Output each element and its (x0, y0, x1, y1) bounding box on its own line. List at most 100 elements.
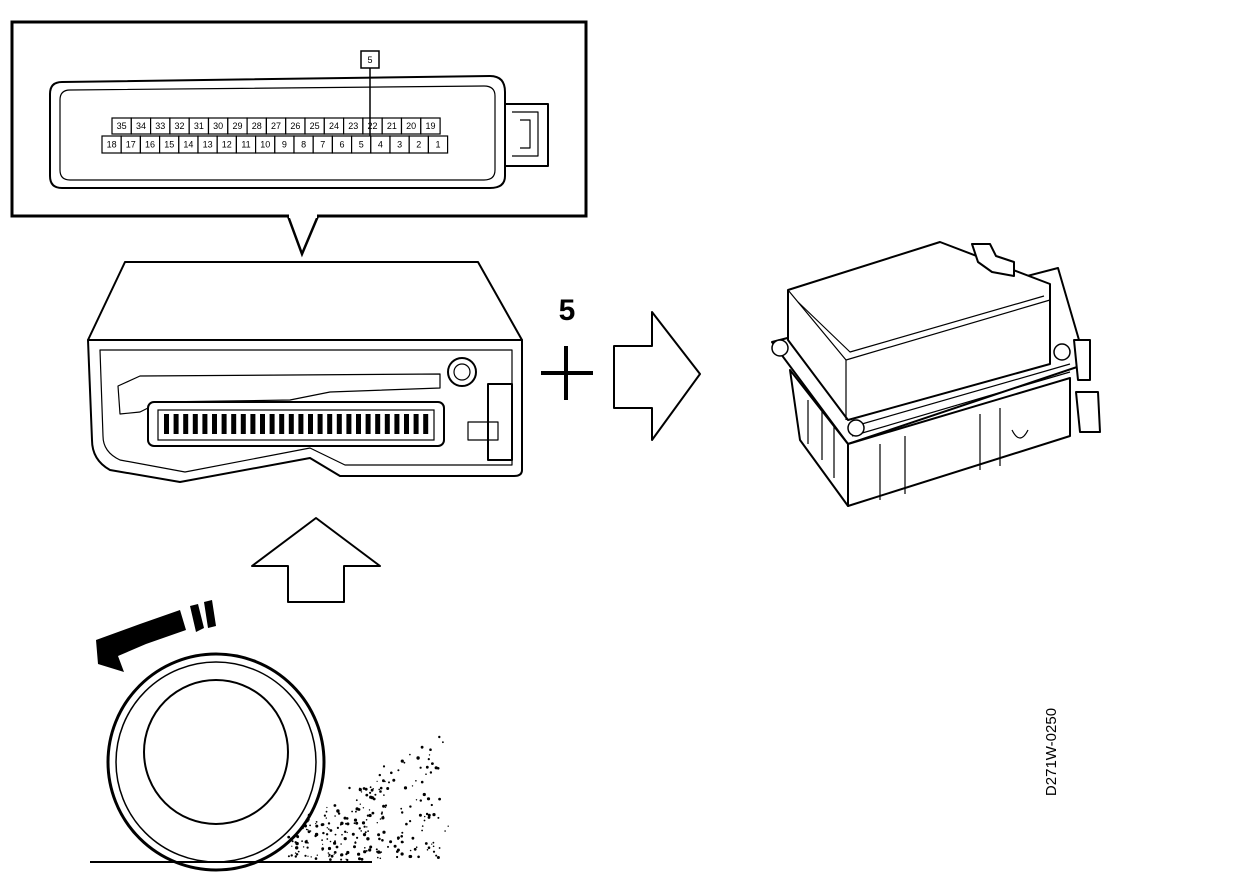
dust-dot (323, 814, 326, 817)
dust-dot (392, 778, 396, 782)
dust-dot (372, 788, 374, 790)
dust-dot (400, 835, 404, 838)
dust-dot (343, 816, 347, 820)
dust-dot (307, 829, 309, 831)
dust-dot (326, 806, 328, 809)
dust-dot (415, 780, 417, 782)
dust-dot (365, 793, 369, 797)
dust-dot (315, 821, 318, 823)
dust-dot (353, 822, 356, 825)
dust-dot (378, 773, 381, 777)
dust-dot (354, 841, 357, 844)
socket-pin (260, 414, 265, 434)
dust-dot (403, 786, 408, 790)
pin-top-label: 29 (232, 121, 242, 131)
dust-dot (409, 849, 412, 852)
dust-dot (357, 852, 361, 856)
dust-dot (315, 823, 317, 825)
ecu-socket-pins (164, 414, 429, 434)
dust-dot (405, 822, 408, 826)
dust-dot (400, 807, 403, 810)
dust-dot (345, 817, 349, 820)
dust-dot (379, 851, 382, 854)
pin-top-label: 23 (348, 121, 358, 131)
dust-dot (408, 854, 412, 859)
socket-pin (250, 414, 256, 434)
dust-dot (417, 855, 420, 859)
pin-bottom-label: 4 (378, 140, 383, 150)
dust-dot (436, 856, 440, 859)
dust-dot (356, 836, 359, 839)
dust-dot (329, 858, 332, 861)
dust-dot (426, 849, 429, 851)
dust-dot (378, 837, 381, 841)
dust-dot (430, 803, 433, 807)
dust-dot (300, 826, 304, 830)
pin-bottom-label: 8 (301, 140, 306, 150)
dust-dot (343, 837, 347, 841)
dust-dot (435, 854, 438, 857)
dust-dot (427, 846, 431, 849)
dust-dot (301, 840, 303, 842)
pin-top-label: 34 (136, 121, 146, 131)
pin-top-label: 31 (194, 121, 204, 131)
dust-dot (300, 827, 302, 829)
dust-dot (333, 853, 335, 855)
socket-pin (192, 414, 198, 434)
dust-dot (432, 813, 436, 817)
dust-dot (393, 844, 397, 848)
dust-dot (377, 833, 381, 837)
dust-dot (336, 826, 339, 830)
dust-dot (327, 846, 332, 851)
pin-bottom-label: 18 (107, 140, 117, 150)
dust-dot (437, 816, 440, 819)
pin-bottom-label: 2 (416, 140, 421, 150)
dust-dot (294, 852, 297, 854)
dust-dot (409, 805, 412, 808)
socket-pin (336, 414, 342, 434)
dust-dot (362, 787, 366, 790)
dust-dot (413, 847, 417, 851)
dust-dot (438, 797, 441, 801)
dust-dot (336, 809, 340, 813)
dust-dot (321, 839, 323, 841)
socket-pin (279, 414, 285, 434)
pin-bottom-label: 11 (241, 140, 250, 150)
dust-dot (423, 819, 426, 822)
dust-dot (363, 825, 366, 828)
dust-dot (364, 847, 366, 849)
dust-dot (302, 846, 305, 848)
dust-dot (380, 812, 383, 815)
dust-dot (326, 838, 329, 840)
dust-dot (360, 830, 363, 832)
pin-bottom-label: 5 (359, 140, 364, 150)
dust-dot (432, 841, 435, 844)
socket-pin (308, 414, 313, 434)
pin-bottom-label: 6 (339, 140, 344, 150)
socket-pin (221, 414, 227, 434)
dust-dot (334, 833, 337, 836)
pin-bottom-label: 16 (145, 140, 155, 150)
dust-dot (447, 825, 449, 827)
dust-dot (415, 799, 418, 801)
dust-dot (340, 843, 342, 845)
dust-dot (438, 735, 441, 739)
dust-dot (290, 854, 293, 857)
dust-dot (351, 832, 355, 836)
dust-dot (346, 822, 350, 826)
dust-dot (358, 787, 361, 790)
dust-dot (424, 842, 428, 845)
pin-top-label: 32 (175, 121, 185, 131)
dust-dot (358, 857, 361, 861)
socket-pin (269, 414, 275, 434)
dust-dot (365, 850, 368, 852)
dust-dot (424, 815, 426, 818)
dust-dot (390, 771, 393, 775)
dust-dot (438, 847, 441, 849)
dust-dot (369, 791, 372, 794)
dust-dot (365, 819, 368, 821)
socket-pin (212, 414, 217, 434)
dust-dot (309, 830, 312, 832)
dust-dot (293, 835, 296, 838)
dust-dot (304, 840, 308, 844)
